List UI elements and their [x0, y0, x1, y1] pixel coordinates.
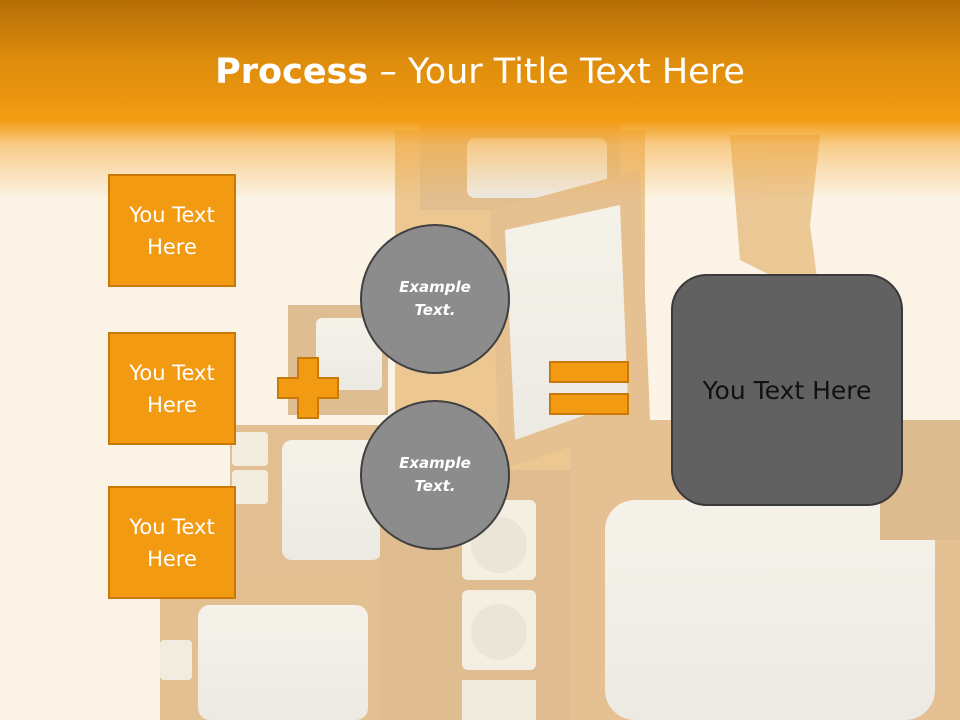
text-box-3-label: You Text Here	[129, 514, 215, 571]
example-circle-1: Example Text.	[360, 224, 510, 374]
result-box: You Text Here	[671, 274, 903, 506]
text-box-1: You Text Here	[108, 174, 236, 287]
result-box-label: You Text Here	[702, 375, 872, 405]
title-rest: – Your Title Text Here	[368, 52, 745, 92]
example-circle-2: Example Text.	[360, 400, 510, 550]
equals-icon	[549, 361, 629, 415]
title-bar	[0, 0, 960, 200]
text-box-2: You Text Here	[108, 332, 236, 445]
plus-icon	[277, 357, 339, 419]
example-circle-2-label: Example Text.	[399, 454, 471, 495]
text-box-3: You Text Here	[108, 486, 236, 599]
text-box-2-label: You Text Here	[129, 360, 215, 417]
page-title: Process – Your Title Text Here	[0, 52, 960, 92]
title-bold: Process	[215, 52, 369, 92]
example-circle-1-label: Example Text.	[399, 278, 471, 319]
text-box-1-label: You Text Here	[129, 202, 215, 259]
